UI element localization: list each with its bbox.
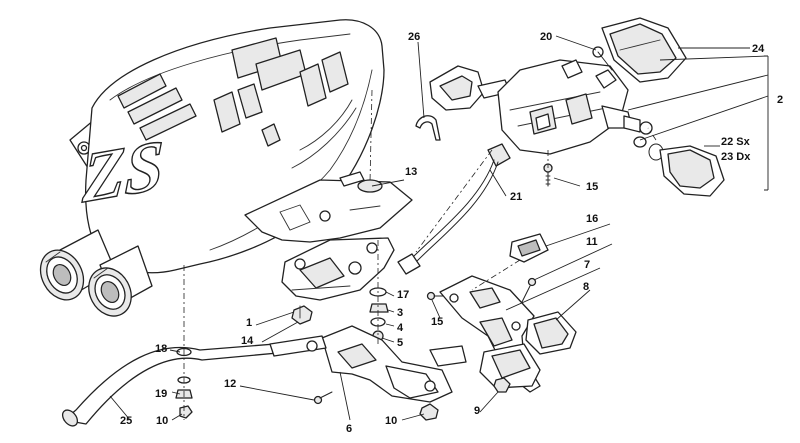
callout-9: 9	[474, 405, 480, 417]
nut-10-center	[419, 403, 439, 421]
callout-20: 20	[540, 31, 552, 43]
callout-24: 24	[752, 43, 765, 55]
callout-18: 18	[155, 343, 167, 355]
callout-11: 11	[586, 236, 598, 248]
callout-3: 3	[397, 307, 403, 319]
nut-1	[291, 305, 313, 325]
callout-7: 7	[584, 259, 590, 271]
callout-15-top: 15	[586, 181, 598, 193]
nut-9	[493, 377, 511, 393]
callout-13: 13	[405, 166, 417, 178]
muffler-logo: ZS	[81, 125, 165, 218]
splash-plate	[244, 171, 413, 243]
tail-light-assembly	[429, 46, 653, 155]
callout-16: 16	[586, 213, 598, 225]
callout-8: 8	[583, 281, 589, 293]
callout-25: 25	[120, 415, 132, 427]
callout-19: 19	[155, 388, 167, 400]
callout-6: 6	[346, 423, 352, 435]
tail-light-lens	[601, 17, 687, 83]
exhaust-outlets	[39, 229, 153, 317]
callout-4: 4	[397, 322, 404, 334]
callout-10-center: 10	[385, 415, 397, 427]
reflector	[525, 311, 577, 355]
callout-labels: 1 2 3 4 5 6 7 8 9 10 10 11 12 13 14 15 1…	[120, 31, 783, 435]
mounting-bracket-plate	[281, 237, 395, 301]
side-bracket	[321, 325, 467, 403]
screw-11	[521, 277, 537, 303]
callout-23-dx: 23 Dx	[721, 151, 751, 163]
pipe-bracket	[269, 335, 327, 357]
fastener-stack	[369, 287, 389, 355]
leader-lines	[109, 35, 769, 421]
callout-15-lower: 15	[431, 316, 443, 328]
callout-22-sx: 22 Sx	[721, 136, 751, 148]
callout-17: 17	[397, 289, 409, 301]
callout-1: 1	[246, 317, 252, 329]
screw-12	[313, 391, 333, 405]
license-light	[509, 233, 549, 263]
lower-bracket	[479, 343, 541, 389]
right-turn-indicator	[633, 136, 725, 197]
clip-26	[415, 115, 441, 141]
callout-5: 5	[397, 337, 403, 349]
callout-12: 12	[224, 378, 236, 390]
callout-10-left: 10	[156, 415, 168, 427]
wiring-harness	[397, 143, 511, 275]
callout-14: 14	[241, 335, 254, 347]
callout-21: 21	[510, 191, 522, 203]
callout-26: 26	[408, 31, 420, 43]
callout-2: 2	[777, 94, 783, 106]
